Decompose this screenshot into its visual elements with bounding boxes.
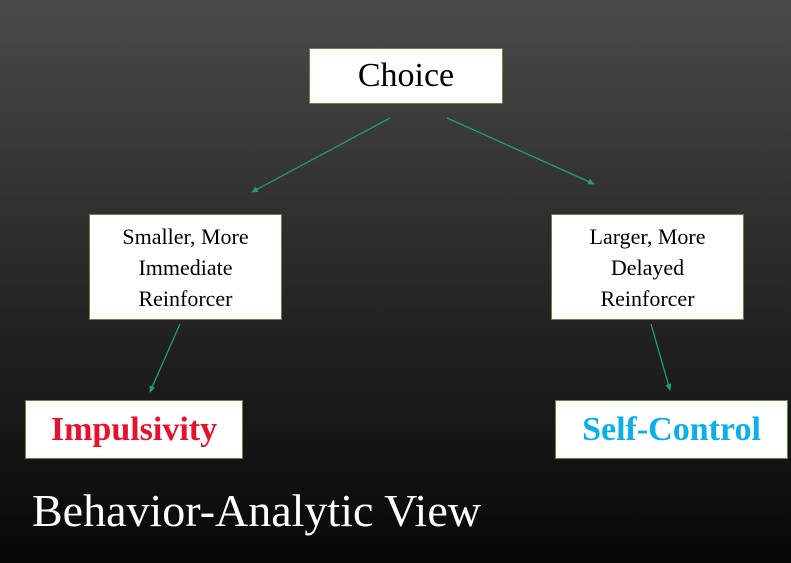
impulsivity-label: Impulsivity xyxy=(50,410,218,448)
self-control-label: Self-Control xyxy=(582,410,761,448)
arrow-choice-to-larger xyxy=(446,117,595,185)
arrow-larger-to-selfcontrol xyxy=(650,323,672,391)
larger-node-line-3: Reinforcer xyxy=(600,285,695,311)
larger-node-line-1: Larger, More xyxy=(589,223,706,249)
choice-node: Choice xyxy=(309,48,503,104)
arrow-smaller-to-impulsivity xyxy=(149,323,181,393)
smaller-node-line-3: Reinforcer xyxy=(138,285,233,311)
smaller-immediate-reinforcer-node: Smaller, More Immediate Reinforcer xyxy=(89,214,282,320)
slide-title: Behavior-Analytic View xyxy=(32,485,481,536)
arrow-choice-to-smaller xyxy=(251,117,391,193)
choice-label: Choice xyxy=(357,57,455,94)
impulsivity-node: Impulsivity xyxy=(25,400,243,459)
self-control-node: Self-Control xyxy=(555,400,788,459)
smaller-node-line-2: Immediate xyxy=(138,254,233,280)
larger-delayed-reinforcer-node: Larger, More Delayed Reinforcer xyxy=(551,214,744,320)
larger-node-line-2: Delayed xyxy=(610,254,685,280)
smaller-node-line-1: Smaller, More xyxy=(122,223,249,249)
